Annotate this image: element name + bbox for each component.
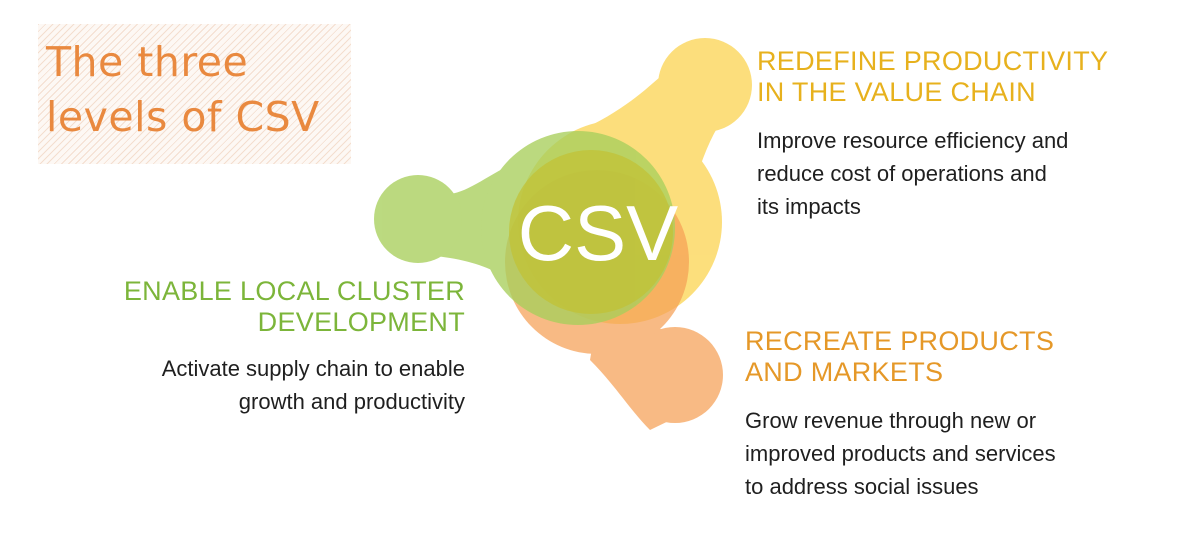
- products-knob: [627, 327, 723, 423]
- productivity-heading-line: IN THE VALUE CHAIN: [757, 77, 1036, 107]
- productivity-description: Improve resource efficiency and reduce c…: [757, 124, 1068, 223]
- productivity-description-line: Improve resource efficiency and: [757, 128, 1069, 153]
- productivity-heading: REDEFINE PRODUCTIVITY IN THE VALUE CHAIN: [757, 46, 1108, 108]
- products-heading-line: AND MARKETS: [745, 357, 944, 387]
- products-heading: RECREATE PRODUCTS AND MARKETS: [745, 326, 1054, 388]
- cluster-heading: ENABLE LOCAL CLUSTER DEVELOPMENT: [124, 276, 465, 338]
- products-description-line: Grow revenue through new or: [745, 408, 1037, 433]
- center-overlap: [509, 150, 673, 314]
- cluster-description-line: Activate supply chain to enable: [161, 356, 465, 381]
- diagram-title-line-1: The three: [46, 38, 249, 86]
- diagram-title-line-2: levels of CSV: [46, 93, 320, 141]
- products-heading-line: RECREATE PRODUCTS: [745, 326, 1055, 356]
- products-description-line: improved products and services: [745, 441, 1056, 466]
- cluster-heading-line: DEVELOPMENT: [257, 307, 465, 337]
- productivity-heading-line: REDEFINE PRODUCTIVITY: [757, 46, 1109, 76]
- cluster-heading-line: ENABLE LOCAL CLUSTER: [123, 276, 465, 306]
- center-label: CSV: [518, 189, 678, 277]
- cluster-knob: [374, 175, 462, 263]
- productivity-description-line: its impacts: [757, 194, 861, 219]
- products-description-line: to address social issues: [745, 474, 979, 499]
- productivity-description-line: reduce cost of operations and: [757, 161, 1047, 186]
- cluster-description-line: growth and productivity: [238, 389, 465, 414]
- title-background: [38, 24, 351, 164]
- cluster-description: Activate supply chain to enable growth a…: [162, 352, 465, 418]
- productivity-knob: [658, 38, 752, 132]
- products-description: Grow revenue through new or improved pro…: [745, 404, 1056, 503]
